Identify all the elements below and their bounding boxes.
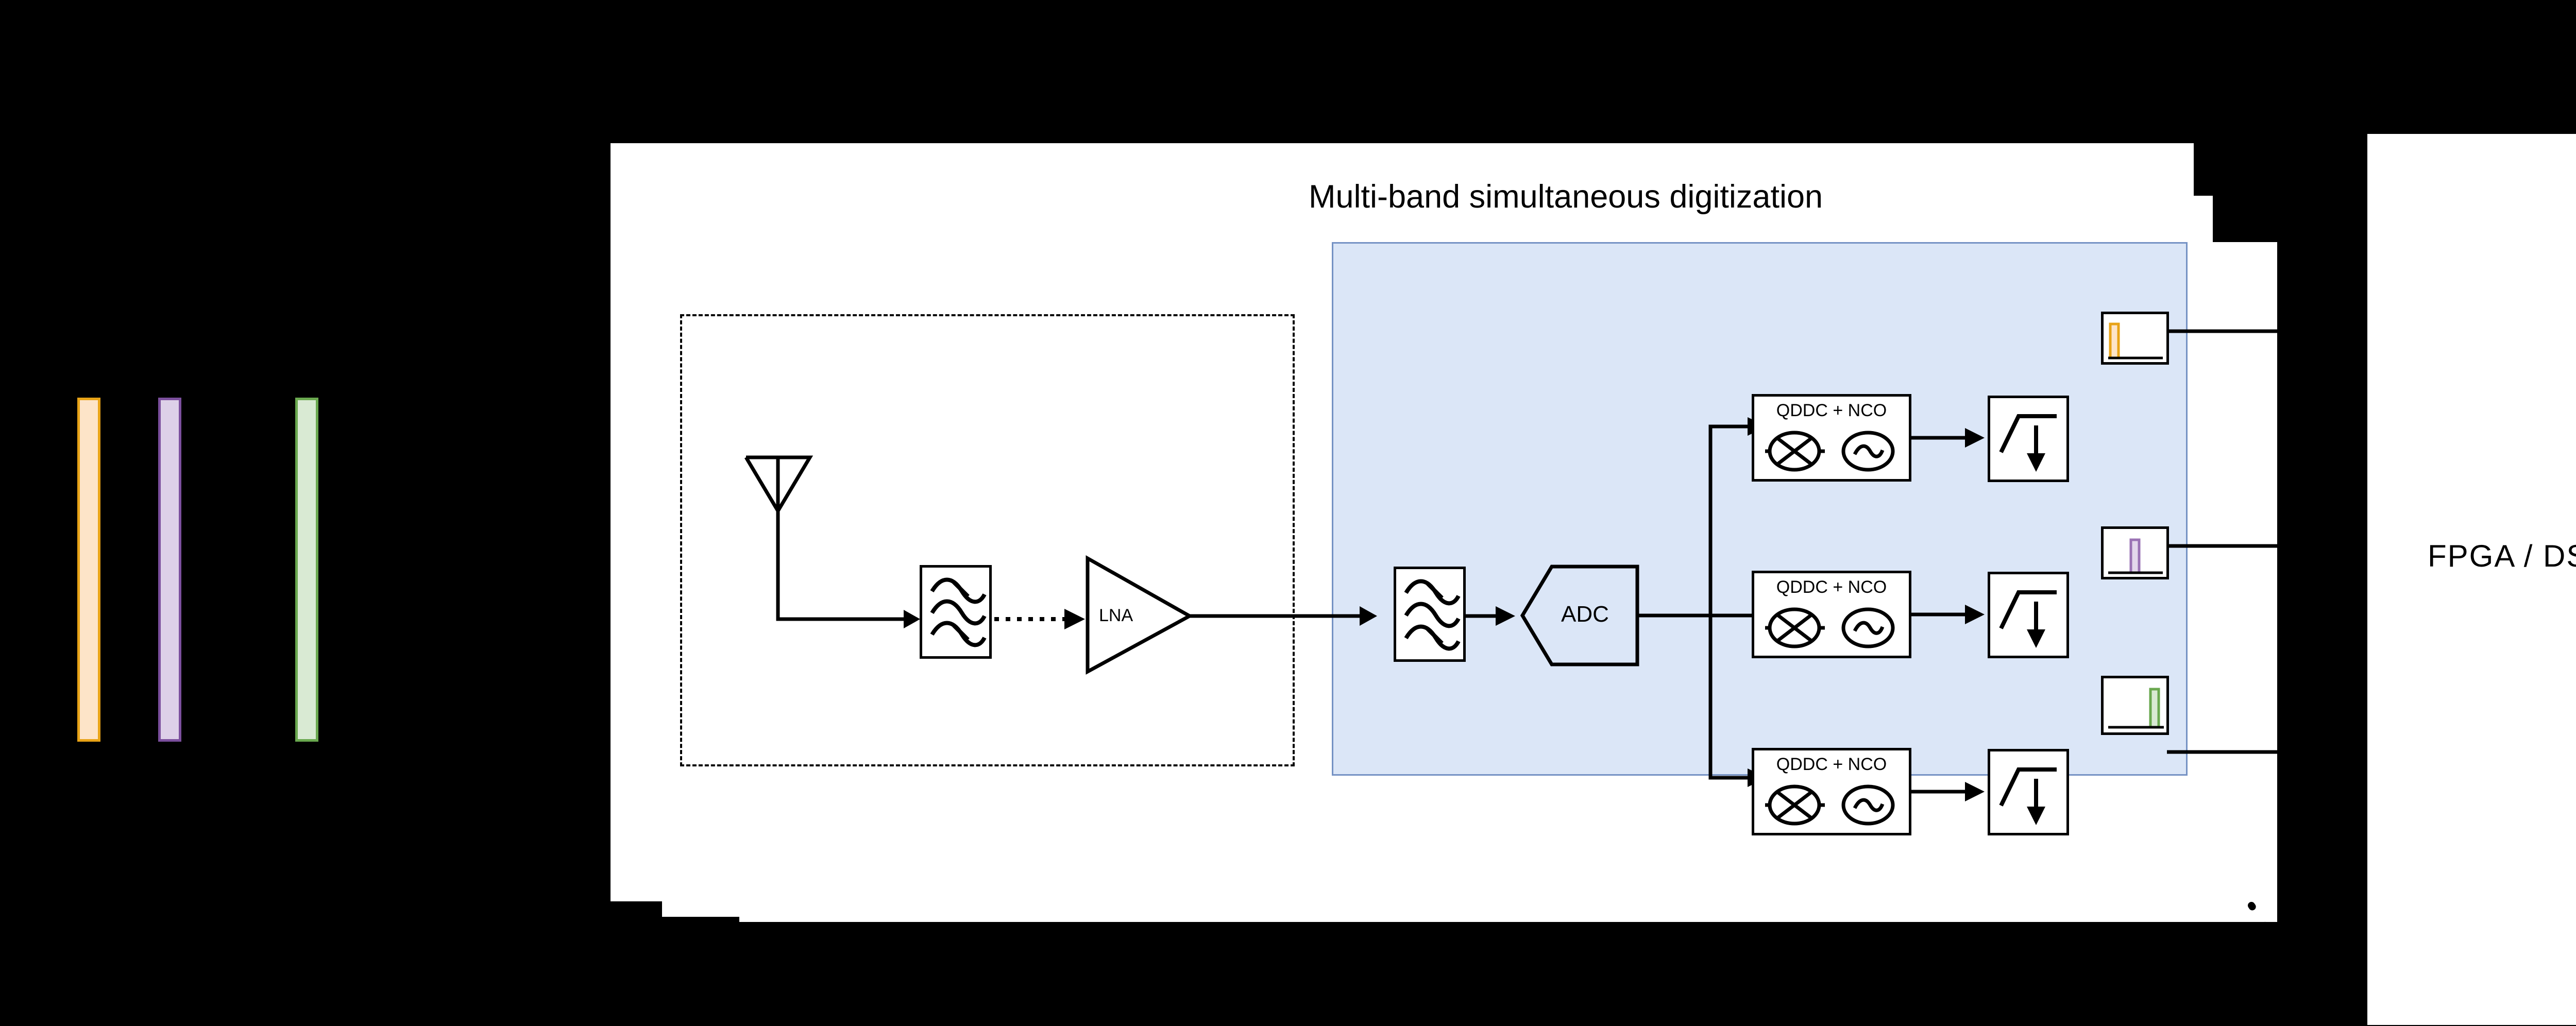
duplication-footnote: n channels can be duplicated (1736, 947, 2124, 981)
input-spectrum-bar-3 (295, 398, 318, 742)
channel-output-wire-3 (2167, 750, 2368, 754)
channel-output-wire-1 (2167, 329, 2368, 333)
channel-output-wire-2 (2167, 544, 2368, 548)
rf-filter-to-lna-wire (994, 609, 1085, 629)
qddc-to-decimator-wire-1 (1911, 428, 1985, 448)
arrow-to-adc (1466, 606, 1515, 626)
qddc-to-decimator-wire-3 (1911, 782, 1985, 801)
decimation-icon-1 (1999, 414, 2057, 472)
qddc-nco-label-2: QDDC + NCO (1776, 577, 1887, 597)
mixer-and-nco-icon-2 (1765, 607, 1895, 648)
adc-label: ADC (1561, 602, 1609, 627)
decimation-icon-2 (1999, 590, 2057, 648)
mixer-and-nco-icon-1 (1765, 431, 1895, 472)
input-spectrum-panel (0, 0, 592, 1026)
lna-label: LNA (1099, 606, 1133, 625)
output-spectrum-plot-1 (2108, 322, 2163, 360)
mixer-and-nco-icon-3 (1765, 784, 1895, 826)
anti-alias-filter-wave-icon (1404, 579, 1461, 651)
antenna-feed-wire (776, 510, 899, 621)
qddc-nco-label-1: QDDC + NCO (1776, 401, 1887, 420)
lna-to-if-filter-wire (1188, 606, 1377, 626)
fpga-dsp-panel (2367, 134, 2576, 1025)
input-spectrum-bar-2 (158, 398, 181, 742)
input-spectrum-bar-1 (77, 398, 100, 742)
output-spectrum-plot-3 (2108, 688, 2164, 729)
diagram-title: Multi-band simultaneous digitization (1309, 179, 1823, 215)
decimation-filter-3 (1988, 749, 2069, 835)
analog-front-end-boundary (680, 314, 1295, 766)
fpga-dsp-label: FPGA / DSP (2428, 539, 2576, 573)
filter-wave-icon (930, 577, 987, 647)
decimation-filter-2 (1988, 572, 2069, 658)
decimation-filter-1 (1988, 396, 2069, 482)
qddc-to-decimator-wire-2 (1911, 605, 1985, 624)
qddc-nco-label-3: QDDC + NCO (1776, 755, 1887, 774)
output-spectrum-plot-2 (2108, 538, 2163, 574)
duplication-dotted-line (2248, 902, 2322, 1008)
antenna-icon (744, 455, 814, 515)
decimation-icon-3 (1999, 767, 2057, 825)
low-noise-amplifier-icon (1086, 555, 1194, 675)
multiband-digitization-region (1332, 242, 2188, 776)
arrow-to-rf-filter (886, 610, 920, 628)
